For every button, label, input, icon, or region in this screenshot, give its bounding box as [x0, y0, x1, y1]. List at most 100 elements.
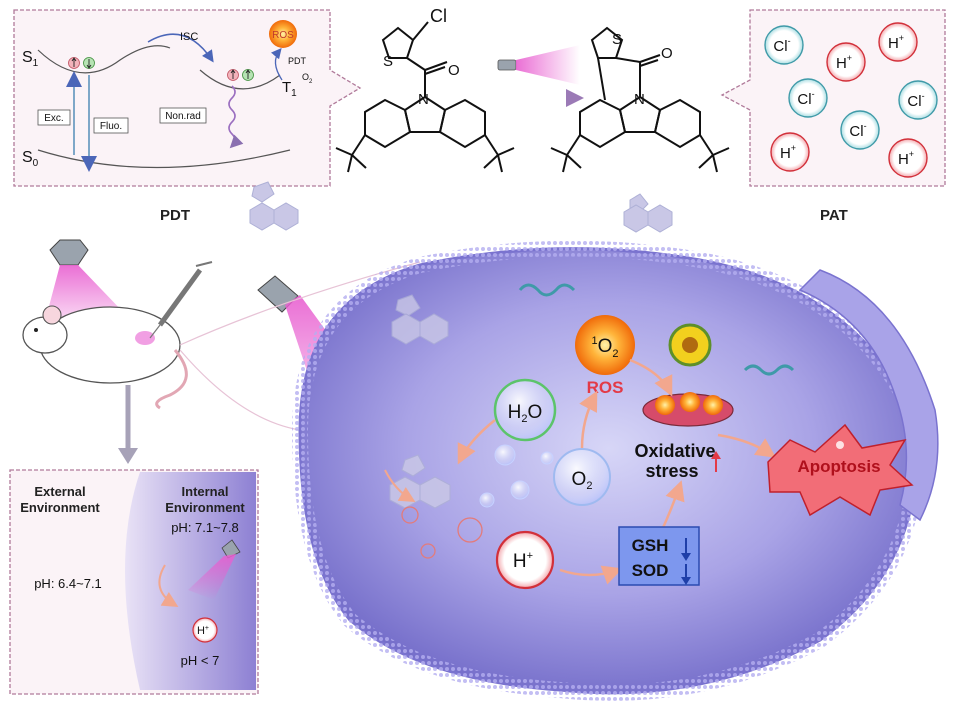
o2-label: O2 [572, 469, 593, 492]
s0-curve [37, 149, 291, 169]
gsh-label: GSH [632, 536, 669, 555]
cell-wall-section [125, 472, 256, 690]
nonrad-wave-arrow [228, 85, 244, 149]
arrow-h2o-to-molecule [457, 419, 496, 465]
env-arrow [158, 564, 179, 608]
nitrogen-label-1: N [418, 91, 429, 108]
molecule-product [550, 26, 730, 173]
molecule-ghost-2 [623, 193, 673, 233]
jablonski-panel: S1 S0 T1 ISC ROS PDT O2 Exc. Fluo. Non.r… [13, 9, 362, 187]
arrow-molecule [384, 469, 416, 503]
h-ion-label: H+ [780, 143, 796, 162]
sod-label: SOD [632, 561, 669, 580]
arrow-h-to-gsh [559, 565, 623, 585]
h2o-label: H2O [508, 402, 543, 425]
exc-label: Exc. [44, 113, 63, 124]
t1-label: T1 [282, 79, 297, 99]
golgi-organelle [518, 283, 576, 297]
ros-sphere [703, 395, 723, 415]
oxygen-label-2: O [661, 45, 673, 62]
oxidative-label: Oxidative [634, 441, 715, 461]
oxygen-label-1: O [448, 62, 460, 79]
cell-membrane [291, 240, 925, 701]
laser-device-icon [221, 539, 241, 559]
mouse-tail [155, 349, 188, 410]
environment-panel: External Environment Internal Environmen… [9, 469, 259, 695]
fluo-label: Fluo. [100, 121, 122, 132]
h-ion-label: H+ [888, 33, 904, 52]
ion-group: Cl-H+H+Cl-Cl-Cl-H+H+ [764, 22, 938, 178]
reaction-arrow [497, 45, 584, 107]
carbazole-core [403, 95, 447, 133]
cl-ion-label: Cl- [907, 91, 924, 110]
chlorine-label: Cl [430, 6, 447, 26]
mouse-illustration [22, 239, 213, 464]
syringe-icon [157, 268, 203, 327]
o2-bubble [553, 448, 611, 506]
laser-beam-env [188, 554, 236, 600]
h-ion-icon [878, 22, 918, 62]
cl-ion-icon [898, 80, 938, 120]
pdt-small-label: PDT [288, 56, 307, 66]
isc-arrow [147, 33, 214, 63]
internal-label-1: Internal [182, 484, 229, 499]
h-ion-icon [826, 42, 866, 82]
laser-device-icon [497, 59, 517, 71]
arrow-o2-to-ros [579, 390, 598, 449]
isc-label: ISC [180, 31, 198, 43]
ph-lt7-label: pH < 7 [181, 653, 220, 668]
ros-glow-icon [269, 20, 297, 48]
s1-curve [37, 45, 171, 74]
h-ion-label: H+ [197, 625, 209, 637]
h-ion-icon [770, 132, 810, 172]
laser-beam [516, 45, 580, 85]
nitrogen-label-2: N [634, 91, 645, 108]
er-organelle [743, 364, 795, 376]
sulfur-label-2: S [612, 31, 622, 48]
bubble [540, 451, 554, 465]
h-ion-label: H+ [898, 149, 914, 168]
mouse-eye [34, 328, 38, 332]
ring-marker [457, 517, 483, 543]
nonrad-label: Non.rad [165, 111, 201, 122]
cl-ion-label: Cl- [797, 89, 814, 108]
thiophene-ring [381, 26, 415, 59]
cl-ion-icon [764, 25, 804, 65]
internal-label-2: Environment [165, 500, 245, 515]
ring-marker [401, 506, 419, 524]
reaction-arrow-head [566, 89, 584, 107]
external-label-1: External [34, 484, 85, 499]
bubble [510, 480, 530, 500]
t1-curve [199, 69, 281, 90]
sulfur-label-1: S [383, 53, 393, 70]
molecule-ghost-membrane [391, 294, 449, 345]
s1-label: S1 [22, 49, 39, 69]
cell-illustration: 1O2 ROS H2O O2 H+ Oxidative stress GSH S… [291, 240, 939, 701]
h-ion-icon [888, 138, 928, 178]
ros-sphere [680, 392, 700, 412]
ring-marker [420, 543, 436, 559]
cl-ion-label: Cl- [849, 121, 866, 140]
tumor-spot [135, 331, 155, 345]
pat-section-label: PAT [820, 207, 848, 224]
nonrad-box [159, 107, 207, 124]
molecule-ghost-1 [249, 181, 299, 231]
apoptosis-burst [767, 423, 914, 517]
fluo-box [93, 117, 129, 134]
cl-ion-icon [840, 110, 880, 150]
o2-small-label: O2 [302, 72, 313, 85]
membrane-fragment [798, 269, 939, 522]
cl-ion-label: Cl- [773, 36, 790, 55]
h-plus-bubble [495, 530, 555, 590]
pdt-arrow [271, 48, 283, 81]
ros-label-small: ROS [272, 30, 294, 41]
mouse-head [22, 316, 68, 354]
singlet-oxygen-icon [575, 315, 635, 375]
external-ph-label: pH: 6.4~7.1 [34, 576, 102, 591]
bubble [494, 444, 516, 466]
arrow-ros-to-mito [629, 358, 673, 397]
organelle-core [682, 337, 698, 353]
mouse-ear [42, 305, 62, 325]
internal-ph-label: pH: 7.1~7.8 [171, 520, 239, 535]
